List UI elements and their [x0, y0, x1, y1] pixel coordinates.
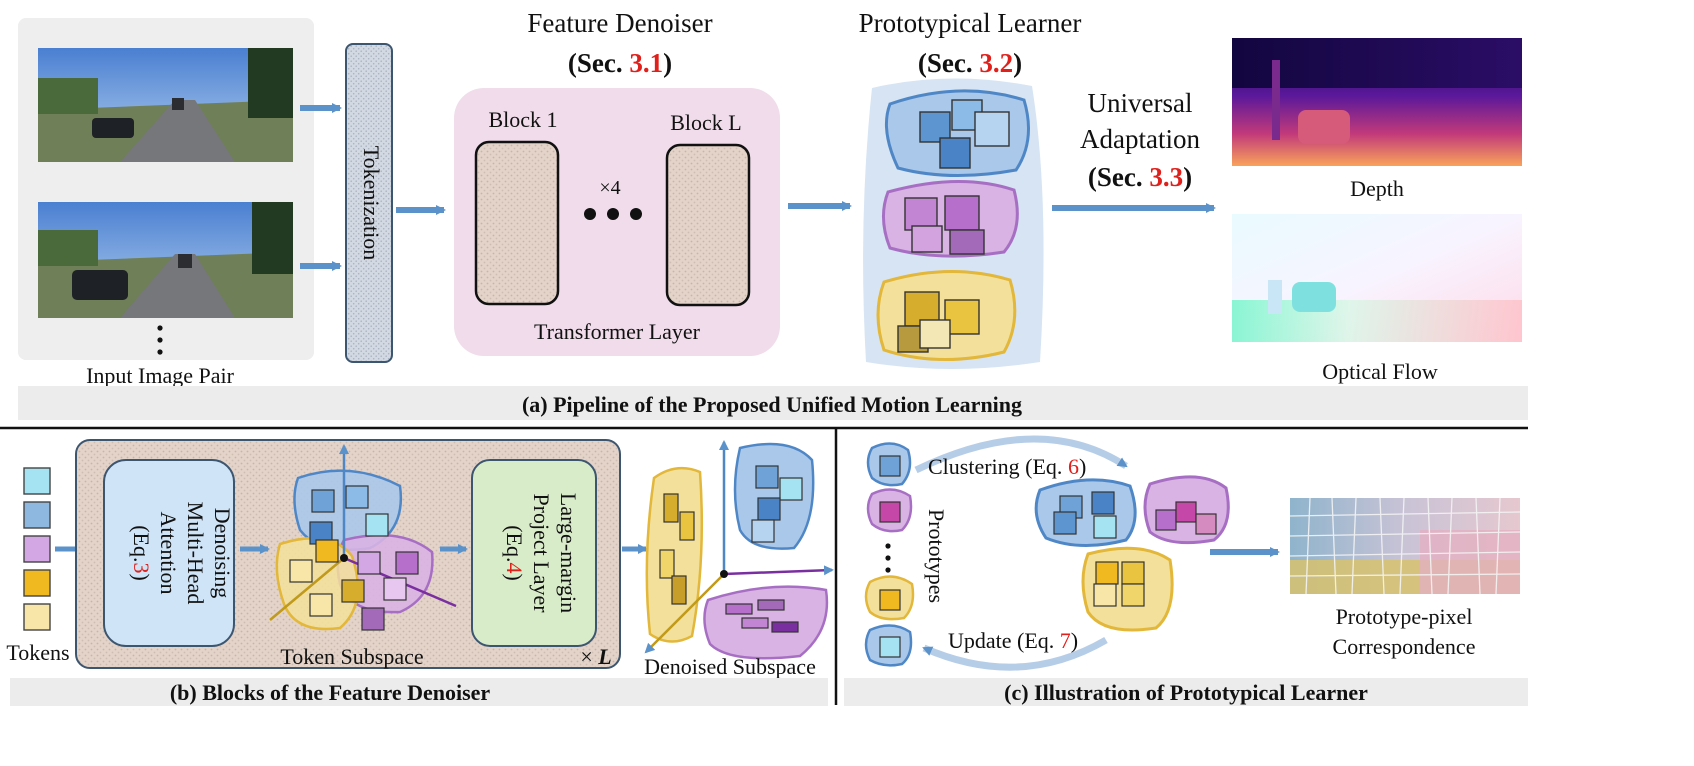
transformer-layer-label: Transformer Layer [534, 319, 701, 344]
block-l-label: Block L [670, 110, 742, 135]
universal-adaptation-line1: Universal [1088, 88, 1193, 118]
caption-bar-a [18, 386, 1528, 420]
depth-output-image [1232, 38, 1522, 166]
input-image-pair-label: Input Image Pair [86, 363, 235, 388]
prototypes-label: Prototypes [924, 509, 949, 603]
caption-bar-c [844, 678, 1528, 706]
learner-cube-group [897, 99, 1010, 353]
depth-label: Depth [1350, 176, 1404, 201]
clustering-label: Clustering (Eq. 6) [928, 454, 1086, 479]
svg-text:Large-margin: Large-margin [556, 493, 581, 613]
feature-denoiser-section-number: 3.1 [629, 48, 663, 78]
caption-c: (c) Illustration of Prototypical Learner [1004, 680, 1368, 705]
denoising-attention-box [103, 459, 235, 647]
token-subspace-plot [269, 444, 457, 631]
input-image-2 [38, 202, 293, 318]
prototype-pixel-mosaic [1289, 497, 1521, 595]
optical-flow-label: Optical Flow [1322, 359, 1438, 384]
universal-adaptation-section-number: 3.3 [1149, 162, 1183, 192]
svg-text:Attention: Attention [156, 511, 181, 594]
correspondence-label-line1: Prototype-pixel [1336, 604, 1473, 629]
tokens-label: Tokens [6, 640, 69, 665]
caption-bar-b [10, 678, 828, 706]
repeat-l-label: × L [580, 644, 611, 669]
token-stack [23, 467, 51, 631]
update-arrow [922, 636, 1108, 671]
block-l [665, 143, 751, 307]
svg-text:Project Layer: Project Layer [529, 493, 554, 613]
block-1 [474, 140, 560, 306]
denoised-subspace-plot [644, 440, 834, 660]
token-subspace-label: Token Subspace [280, 644, 423, 669]
correspondence-label-line2: Correspondence [1333, 634, 1476, 659]
prototypical-learner-title: Prototypical Learner [859, 8, 1082, 38]
feature-denoiser-title: Feature Denoiser [527, 8, 712, 38]
caption-b: (b) Blocks of the Feature Denoiser [170, 680, 491, 705]
blocks-ellipsis [584, 208, 642, 220]
feature-denoiser-section: (Sec. 3.1) [568, 48, 672, 78]
svg-text:Multi-Head: Multi-Head [183, 502, 208, 605]
universal-adaptation-section: (Sec. 3.3) [1088, 162, 1192, 192]
clustered-prototypes [1034, 475, 1230, 632]
update-label: Update (Eq. 7) [948, 628, 1078, 653]
prototypical-learner-section: (Sec. 3.2) [918, 48, 1022, 78]
svg-text:Denoising: Denoising [210, 508, 235, 598]
optical-flow-output-image [1232, 214, 1522, 342]
attention-equation-ref: (Eq.3) [129, 525, 154, 581]
clustering-arrow [914, 435, 1128, 474]
tokenization-bar [345, 43, 393, 363]
repeat-count-label: ×4 [599, 177, 620, 199]
prototypical-learner-section-number: 3.2 [979, 48, 1013, 78]
input-image-1 [38, 48, 293, 162]
caption-a: (a) Pipeline of the Proposed Unified Mot… [522, 392, 1022, 417]
projection-equation-ref: (Eq.4) [502, 525, 527, 581]
denoised-subspace-label: Denoised Subspace [644, 654, 816, 679]
universal-adaptation-line2: Adaptation [1080, 124, 1200, 154]
tokenization-label: Tokenization [359, 146, 384, 261]
prototype-list [864, 442, 915, 667]
denoising-attention-text: Denoising Multi-Head Attention (Eq.3) [129, 502, 235, 605]
projection-layer-text: Large-margin Project Layer (Eq.4) [502, 493, 581, 613]
more-images-ellipsis [157, 325, 163, 355]
block-1-label: Block 1 [488, 107, 557, 132]
projection-layer-box [471, 459, 597, 647]
